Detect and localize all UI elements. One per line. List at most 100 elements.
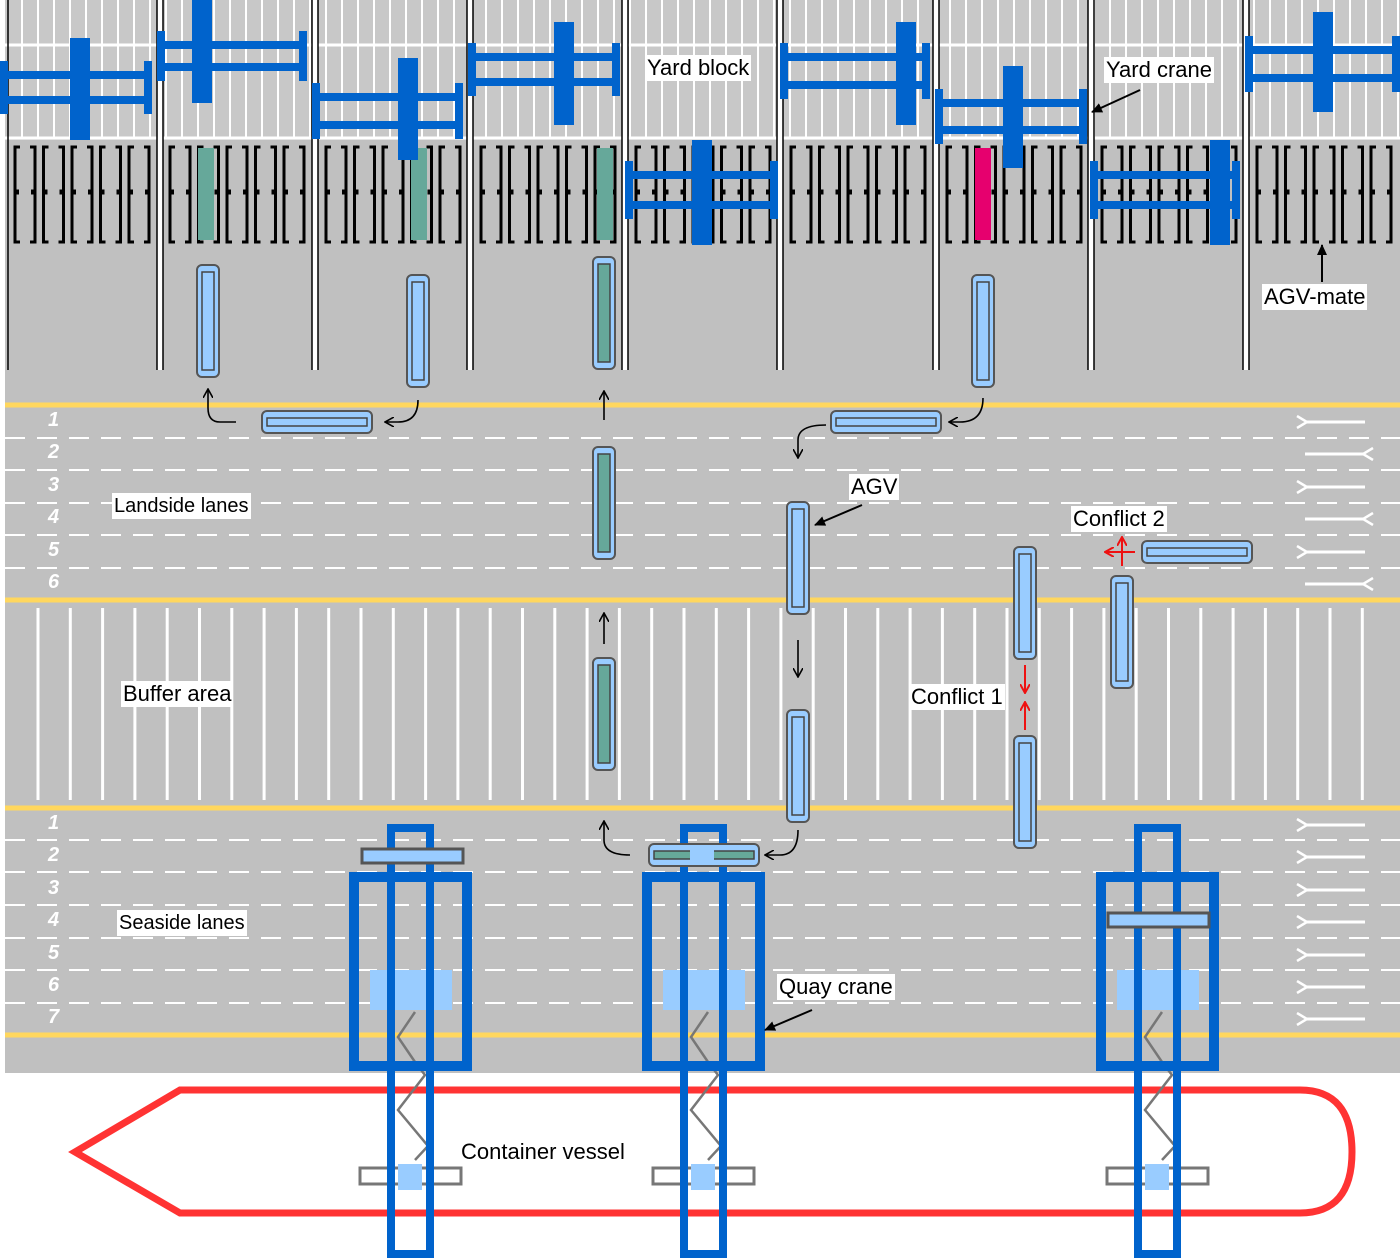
yard-crane (1090, 140, 1240, 245)
agv-mate (70, 145, 94, 244)
quay-crane-trolley (1117, 970, 1199, 1010)
agv-empty (1013, 735, 1037, 849)
yard-crane-trolley (1313, 12, 1333, 112)
quay-crane-trolley (370, 970, 452, 1010)
agv-empty (971, 274, 995, 388)
yard-crane-trolley (554, 22, 574, 125)
agv-mate (1284, 145, 1307, 244)
agv-deck (791, 508, 805, 608)
quay-crane-label: Quay crane (777, 974, 895, 1000)
agv-empty (196, 264, 220, 378)
yard-crane-girder (468, 78, 620, 86)
yard-crane (312, 58, 463, 160)
landside-lane-number: 6 (48, 571, 60, 593)
agv-deck (1018, 553, 1032, 653)
landside-lane-number: 4 (48, 506, 60, 528)
seaside-lane-number: 2 (48, 844, 60, 866)
quay-crane-portal (1096, 872, 1219, 1071)
agv-empty (786, 501, 810, 615)
quay-crane-trolley (663, 970, 745, 1010)
yard-crane-girder (312, 93, 463, 101)
agv-mate (789, 145, 813, 244)
quay-crane-lane-trolley (1106, 911, 1211, 929)
container-vessel (68, 1086, 1356, 1217)
landside-lanes-label: Landside lanes (112, 493, 251, 519)
agv-pointer-arrow-icon (814, 504, 863, 526)
yard-crane-trolley (398, 58, 418, 160)
yard-crane-leg (1079, 89, 1087, 144)
agv-deck (597, 664, 611, 764)
agv-mate (13, 145, 37, 244)
agv-empty (406, 274, 430, 388)
yard-crane-trolley (1003, 66, 1023, 168)
container-vessel-label: Container vessel (461, 1139, 625, 1164)
agv-mate (1129, 145, 1152, 244)
agv-mate (282, 145, 306, 244)
conflict-2-label: Conflict 2 (1071, 506, 1167, 532)
quay-crane-pointer-arrow-icon (764, 1009, 813, 1031)
seaside-lane-number: 7 (48, 1006, 60, 1028)
agv-empty (786, 709, 810, 823)
quay-crane-portal (349, 872, 472, 1071)
agv-mate (634, 145, 658, 244)
yard-crane-leg (157, 31, 165, 81)
yard-crane-leg (922, 43, 930, 99)
yard-crane (1245, 12, 1400, 112)
block-gap (1243, 0, 1249, 370)
agv-empty (1110, 575, 1134, 689)
agv-mate (1157, 145, 1181, 244)
block-gap (157, 0, 163, 370)
block-gap (467, 0, 473, 370)
block-gap (312, 0, 318, 370)
yard-crane-leg (468, 43, 476, 96)
agv-mate-occupied-slot (597, 148, 613, 240)
agv-mate (1255, 145, 1279, 244)
yard-crane-leg (612, 43, 620, 96)
agv-loaded (592, 256, 616, 370)
agv-mate-occupied-slot (411, 148, 427, 240)
quay-crane (642, 824, 765, 1258)
agv-mate (536, 145, 560, 244)
block-gap (933, 0, 939, 370)
agv-mate-occupied-slot (198, 148, 214, 240)
agv-loaded (592, 657, 616, 771)
agv-deck (791, 716, 805, 816)
yard-crane-leg (1392, 36, 1400, 92)
yard-crane-label: Yard crane (1104, 57, 1214, 83)
agv-mate (353, 145, 376, 244)
yard-crane-girder (157, 41, 307, 49)
route-arrow-icon (208, 390, 236, 423)
agv-deck (411, 281, 425, 381)
yard-crane-leg (144, 61, 152, 114)
yard-crane-trolley (692, 140, 712, 245)
agv-mate-label: AGV-mate (1262, 284, 1368, 310)
agv-mate (720, 145, 743, 244)
yard-crane-trolley (896, 22, 916, 125)
agv-mate (42, 145, 65, 244)
agv-mate (846, 145, 870, 244)
agv-mate (324, 145, 348, 244)
agv-mate (479, 145, 503, 244)
agv-loaded (592, 446, 616, 560)
yard-crane-leg (780, 43, 788, 99)
seaside-lanes-label: Seaside lanes (117, 910, 247, 936)
agv-mate (168, 145, 192, 244)
quay-crane-boom (387, 824, 434, 1258)
yard-crane-girder (468, 53, 620, 61)
seaside-lane-number: 1 (48, 812, 60, 834)
agv-mate (663, 145, 686, 244)
yard-crane-girder (780, 81, 930, 89)
yard-crane-trolley (1210, 140, 1230, 245)
agv-empty (261, 410, 373, 434)
agv-mate (903, 145, 927, 244)
landside-lane-number: 2 (48, 441, 60, 463)
agv-mate (99, 145, 122, 244)
seaside-lane-number: 5 (48, 942, 60, 964)
landside-lane-number: 5 (48, 539, 60, 561)
yard-block-label: Yard block (645, 55, 752, 81)
agv-mate (1059, 145, 1083, 244)
quay-crane-spreader (398, 1164, 422, 1190)
quay-crane-boom (1134, 824, 1181, 1258)
quay-crane-boom (680, 824, 727, 1258)
